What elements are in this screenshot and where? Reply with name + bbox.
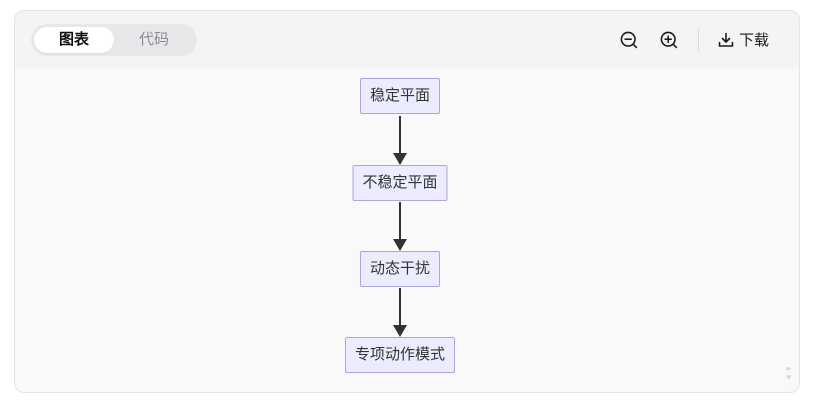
zoom-out-icon: [619, 30, 639, 50]
flow-node-dynamic-interference: 动态干扰: [359, 251, 441, 287]
flow-edge-2-3: [393, 288, 407, 337]
tab-chart[interactable]: 图表: [34, 26, 115, 53]
flow-edge-0-1: [393, 116, 407, 165]
zoom-in-button[interactable]: [658, 29, 680, 51]
flow-node-unstable-plane: 不稳定平面: [352, 165, 448, 201]
arrowhead-down-icon: [393, 153, 407, 165]
viewer-toolbar: 图表 代码: [15, 11, 799, 68]
edge-line: [399, 116, 401, 153]
download-label: 下载: [738, 32, 769, 49]
download-button[interactable]: 下载: [717, 29, 769, 50]
flow-edge-1-2: [393, 202, 407, 251]
download-icon: [717, 31, 735, 49]
toolbar-actions: 下载: [618, 28, 769, 51]
edge-line: [399, 288, 401, 325]
diagram-viewer-panel: 图表 代码: [14, 10, 800, 393]
diagram-canvas[interactable]: 稳定平面 不稳定平面 动态干扰 专项动作模式 ▸▾: [15, 68, 799, 392]
toolbar-divider: [697, 28, 699, 51]
zoom-out-button[interactable]: [618, 29, 640, 51]
arrowhead-down-icon: [393, 239, 407, 251]
flow-node-stable-plane: 稳定平面: [359, 78, 441, 114]
view-mode-tab-group: 图表 代码: [31, 23, 198, 56]
edge-line: [399, 202, 401, 239]
resize-grip-icon[interactable]: ▸▾: [786, 363, 791, 382]
tab-code[interactable]: 代码: [139, 30, 170, 48]
flow-node-special-action-mode: 专项动作模式: [344, 337, 456, 373]
zoom-in-icon: [659, 30, 679, 50]
arrowhead-down-icon: [393, 325, 407, 337]
